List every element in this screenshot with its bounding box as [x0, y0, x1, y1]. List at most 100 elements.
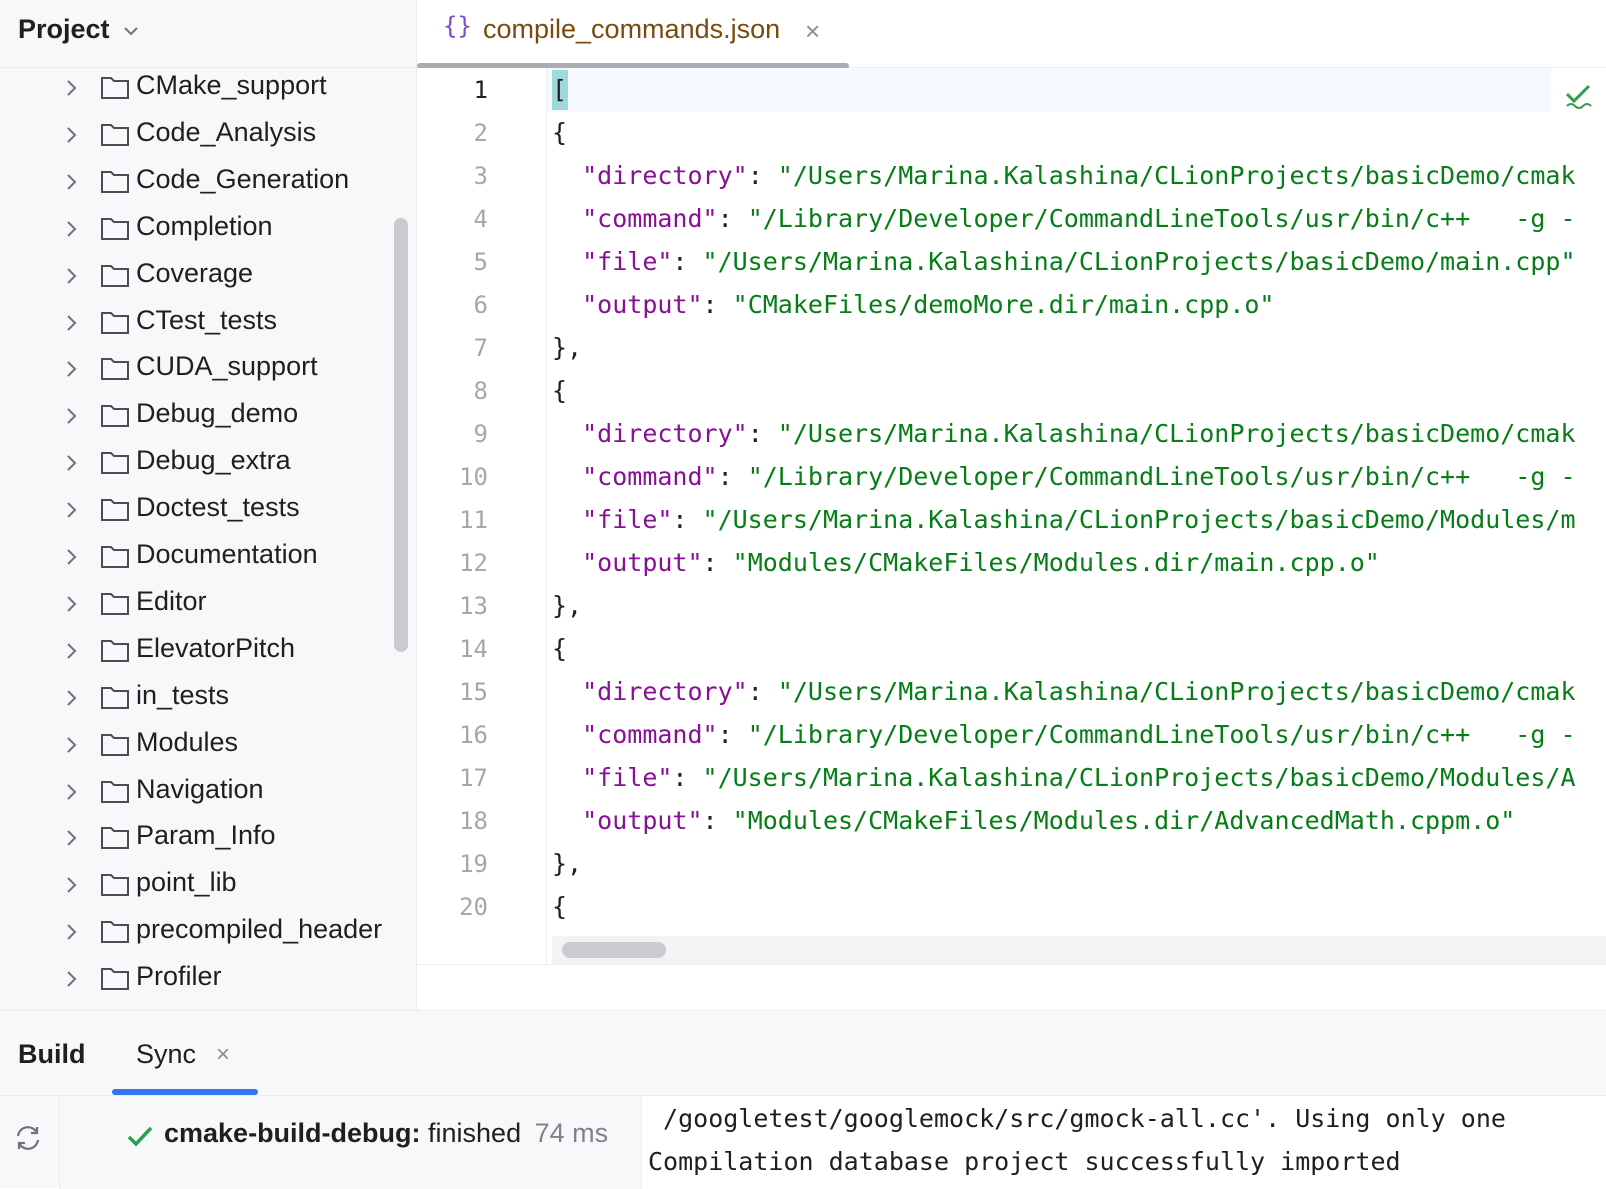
tree-folder-item[interactable]: ElevatorPitch: [0, 627, 390, 675]
tab-compile-commands[interactable]: {} compile_commands.json ×: [417, 0, 849, 69]
code-line[interactable]: "output": "CMakeFiles/demoMore.dir/main.…: [552, 290, 1274, 334]
tree-folder-item[interactable]: CTest_tests: [0, 299, 390, 347]
code-line[interactable]: },: [552, 333, 582, 377]
code-line[interactable]: {: [552, 118, 567, 162]
refresh-icon[interactable]: [12, 1122, 44, 1154]
chevron-right-icon[interactable]: [62, 265, 82, 287]
tree-folder-item[interactable]: Documentation: [0, 533, 390, 581]
tree-folder-item[interactable]: point_lib: [0, 861, 390, 909]
code-line[interactable]: "command": "/Library/Developer/CommandLi…: [552, 462, 1575, 506]
tree-folder-label: CTest_tests: [136, 304, 278, 335]
folder-icon: [101, 592, 129, 615]
json-punctuation: [552, 806, 582, 835]
tree-folder-item[interactable]: Code_Generation: [0, 158, 390, 206]
code-line[interactable]: [: [552, 75, 567, 119]
code-line[interactable]: "directory": "/Users/Marina.Kalashina/CL…: [552, 677, 1575, 721]
code-area[interactable]: [{ "directory": "/Users/Marina.Kalashina…: [552, 68, 1606, 936]
json-key: "directory": [582, 161, 748, 190]
close-icon[interactable]: ×: [216, 1041, 231, 1068]
build-result-item[interactable]: cmake-build-debug: finished 74 ms: [164, 1118, 608, 1149]
code-line[interactable]: "file": "/Users/Marina.Kalashina/CLionPr…: [552, 505, 1575, 549]
json-punctuation: :: [702, 290, 733, 319]
code-line[interactable]: },: [552, 591, 582, 635]
tree-folder-item[interactable]: Debug_extra: [0, 439, 390, 487]
chevron-right-icon[interactable]: [62, 921, 82, 943]
code-line[interactable]: "output": "Modules/CMakeFiles/Modules.di…: [552, 806, 1515, 850]
inspection-widget[interactable]: [1551, 74, 1606, 114]
chevron-right-icon[interactable]: [62, 968, 82, 990]
scrollbar-thumb[interactable]: [562, 942, 666, 958]
chevron-right-icon[interactable]: [62, 640, 82, 662]
chevron-right-icon[interactable]: [62, 874, 82, 896]
chevron-right-icon[interactable]: [62, 358, 82, 380]
tree-folder-item[interactable]: CUDA_support: [0, 345, 390, 393]
chevron-down-icon[interactable]: [120, 20, 142, 42]
tree-folder-label: Code_Generation: [136, 163, 350, 194]
chevron-right-icon[interactable]: [62, 452, 82, 474]
code-line[interactable]: {: [552, 634, 567, 678]
code-line[interactable]: "directory": "/Users/Marina.Kalashina/CL…: [552, 419, 1575, 463]
json-punctuation: },: [552, 591, 583, 620]
tree-folder-item[interactable]: Doctest_tests: [0, 486, 390, 534]
json-string: "/Library/Developer/CommandLineTools/usr…: [747, 204, 1576, 233]
tree-folder-item[interactable]: CMake_support: [0, 68, 390, 112]
json-punctuation: {: [552, 634, 568, 663]
tab-sync[interactable]: Sync ×: [112, 1011, 258, 1095]
project-header[interactable]: Project: [0, 0, 416, 68]
line-number: 11: [459, 506, 488, 534]
code-line[interactable]: "command": "/Library/Developer/CommandLi…: [552, 720, 1575, 764]
project-tree-scrollbar[interactable]: [394, 218, 408, 652]
tree-folder-label: CUDA_support: [136, 351, 318, 382]
chevron-right-icon[interactable]: [62, 827, 82, 849]
code-line[interactable]: },: [552, 849, 582, 893]
chevron-right-icon[interactable]: [62, 171, 82, 193]
chevron-right-icon[interactable]: [62, 77, 82, 99]
chevron-right-icon[interactable]: [62, 593, 82, 615]
tree-folder-item[interactable]: precompiled_header: [0, 908, 390, 956]
tab-label[interactable]: compile_commands.json: [483, 14, 781, 44]
build-console[interactable]: /googletest/googlemock/src/gmock-all.cc'…: [642, 1096, 1606, 1189]
code-line[interactable]: "output": "Modules/CMakeFiles/Modules.di…: [552, 548, 1380, 592]
chevron-right-icon[interactable]: [62, 312, 82, 334]
divider: [417, 964, 1606, 965]
chevron-right-icon[interactable]: [62, 781, 82, 803]
chevron-right-icon[interactable]: [62, 687, 82, 709]
tree-folder-item[interactable]: Completion: [0, 205, 390, 253]
chevron-right-icon[interactable]: [62, 218, 82, 240]
code-line[interactable]: {: [552, 892, 567, 936]
tree-folder-item[interactable]: Editor: [0, 580, 390, 628]
tree-folder-item[interactable]: Param_Info: [0, 814, 390, 862]
tree-folder-item[interactable]: Coverage: [0, 252, 390, 300]
sync-tab-label[interactable]: Sync: [136, 1039, 197, 1069]
chevron-right-icon[interactable]: [62, 124, 82, 146]
check-double-icon[interactable]: [1565, 82, 1595, 110]
line-number: 12: [459, 549, 488, 577]
code-line[interactable]: "directory": "/Users/Marina.Kalashina/CL…: [552, 161, 1575, 205]
check-icon: [127, 1126, 153, 1147]
code-line[interactable]: "file": "/Users/Marina.Kalashina/CLionPr…: [552, 247, 1575, 291]
json-punctuation: :: [717, 720, 748, 749]
tree-folder-item[interactable]: in_tests: [0, 674, 390, 722]
tree-folder-item[interactable]: Code_Analysis: [0, 111, 390, 159]
code-line[interactable]: {: [552, 376, 567, 420]
line-number: 17: [459, 764, 488, 792]
json-punctuation: [552, 290, 582, 319]
build-tree[interactable]: cmake-build-debug: finished 74 ms: [60, 1096, 642, 1189]
chevron-right-icon[interactable]: [62, 546, 82, 568]
chevron-right-icon[interactable]: [62, 499, 82, 521]
json-punctuation: :: [672, 247, 703, 276]
code-line[interactable]: "file": "/Users/Marina.Kalashina/CLionPr…: [552, 763, 1575, 807]
chevron-right-icon[interactable]: [62, 405, 82, 427]
close-icon[interactable]: ×: [805, 16, 821, 46]
tree-folder-label: Completion: [136, 210, 273, 241]
code-line[interactable]: "command": "/Library/Developer/CommandLi…: [552, 204, 1576, 248]
tree-folder-item[interactable]: Debug_demo: [0, 392, 390, 440]
tree-folder-item[interactable]: Profiler: [0, 955, 390, 1003]
project-title[interactable]: Project: [18, 14, 110, 44]
tree-folder-item[interactable]: Navigation: [0, 768, 390, 816]
tree-folder-item[interactable]: Modules: [0, 721, 390, 769]
chevron-right-icon[interactable]: [62, 734, 82, 756]
editor-horizontal-scrollbar[interactable]: [552, 936, 1606, 964]
